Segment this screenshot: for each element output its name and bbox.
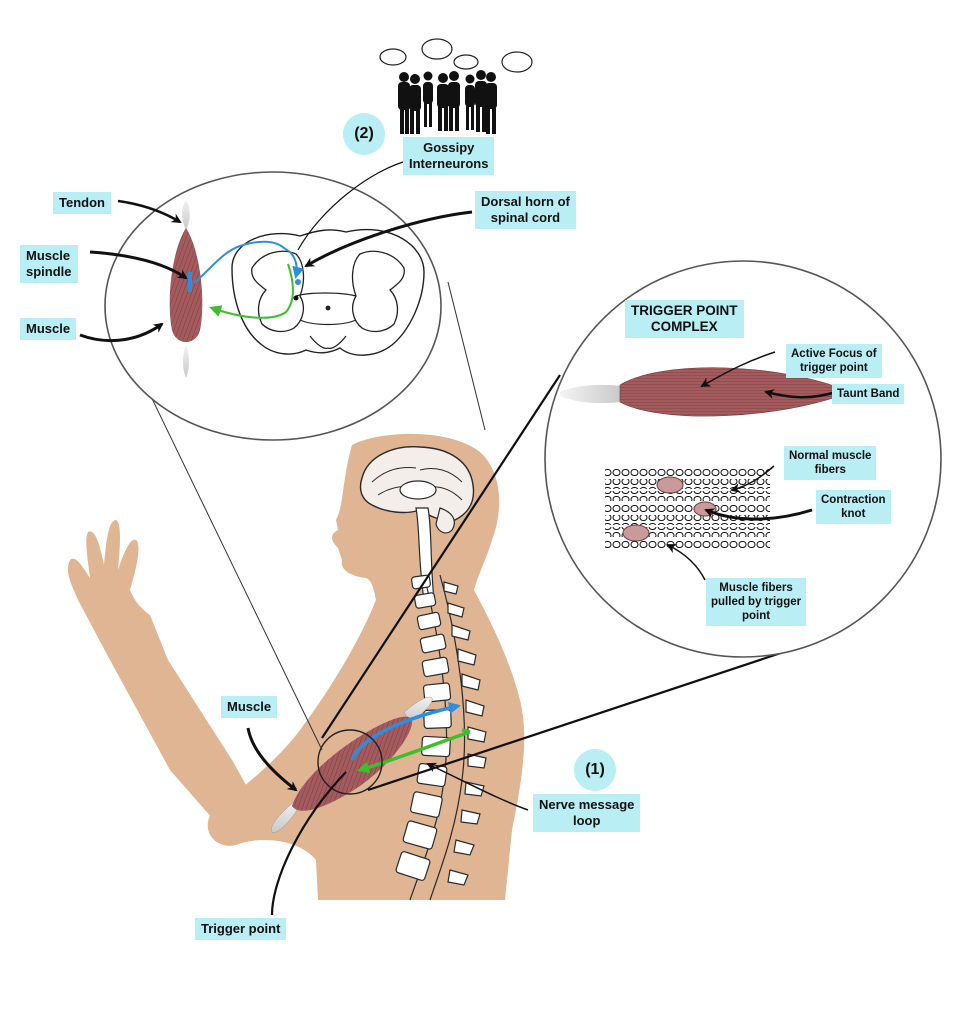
label-trigger-point-complex: TRIGGER POINT COMPLEX xyxy=(625,300,744,338)
label-text: spinal cord xyxy=(490,210,561,225)
label-active-focus: Active Focus of trigger point xyxy=(786,344,882,378)
label-taunt-band: Taunt Band xyxy=(832,384,905,404)
label-text: trigger point xyxy=(799,362,868,374)
label-muscle-spindle: Muscle spindle xyxy=(20,245,78,283)
label-muscle-fibers-pulled: Muscle fibers pulled by trigger point xyxy=(706,578,807,626)
label-text: TRIGGER POINT xyxy=(631,303,738,318)
label-normal-muscle-fibers: Normal muscle fibers xyxy=(784,446,877,480)
label-text: Normal muscle xyxy=(789,450,872,462)
label-dorsal-horn: Dorsal horn of spinal cord xyxy=(475,191,576,229)
human-figure xyxy=(67,433,525,900)
label-text: COMPLEX xyxy=(650,319,718,334)
muscle-fibers-grid xyxy=(605,467,770,549)
label-text: Nerve message xyxy=(539,797,635,812)
gossip-crowd-silhouette xyxy=(379,38,533,134)
arm-muscle xyxy=(271,696,471,833)
label-text: point xyxy=(741,610,771,622)
label-text: Muscle xyxy=(227,699,272,714)
label-text: Gossipy xyxy=(423,140,475,155)
label-text: spindle xyxy=(26,264,72,279)
label-text: knot xyxy=(841,508,866,520)
label-muscle-bottom: Muscle xyxy=(221,696,278,718)
label-nerve-message-loop: Nerve message loop xyxy=(533,794,641,832)
label-text: Taunt Band xyxy=(837,388,900,400)
label-text: loop xyxy=(572,813,601,828)
label-text: pulled by trigger xyxy=(711,596,802,608)
zoom-lines xyxy=(142,281,806,792)
label-text: Interneurons xyxy=(409,156,489,171)
label-gossipy-interneurons: Gossipy Interneurons xyxy=(403,137,495,175)
step-marker-one-text: (1) xyxy=(585,761,605,778)
step-marker-two-text: (2) xyxy=(354,125,374,142)
step-marker-two: (2) xyxy=(343,113,385,155)
label-text: Trigger point xyxy=(201,921,281,936)
label-text: fibers xyxy=(814,464,846,476)
label-contraction-knot: Contraction knot xyxy=(816,490,891,524)
label-muscle-top: Muscle xyxy=(20,318,77,340)
label-text: Muscle fibers xyxy=(719,582,793,594)
label-tendon: Tendon xyxy=(53,192,111,214)
label-text: Contraction xyxy=(821,494,886,506)
label-trigger-point: Trigger point xyxy=(195,918,287,940)
label-text: Muscle xyxy=(26,321,71,336)
label-pointers xyxy=(79,159,837,916)
spinal-cord-inset xyxy=(104,171,442,441)
label-text: Tendon xyxy=(59,195,105,210)
label-text: Muscle xyxy=(26,248,71,263)
step-marker-one: (1) xyxy=(574,749,616,791)
spine xyxy=(395,574,487,901)
label-text: Active Focus of xyxy=(791,348,877,360)
label-text: Dorsal horn of xyxy=(481,194,570,209)
